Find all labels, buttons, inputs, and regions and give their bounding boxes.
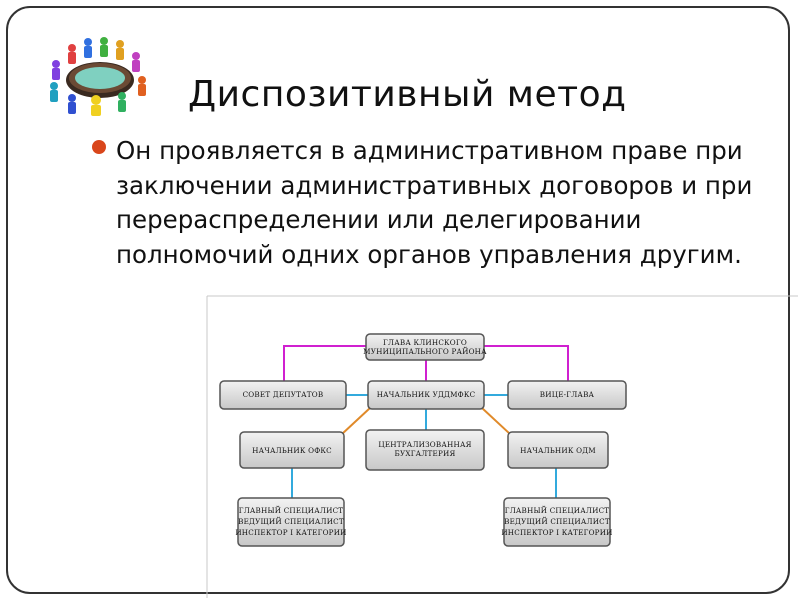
meeting-round-table-icon — [50, 37, 146, 116]
slide-frame — [6, 6, 790, 594]
bullet-icon — [92, 140, 106, 154]
slide-title: Диспозитивный метод — [188, 74, 627, 115]
body-text: Он проявляется в административном праве … — [116, 136, 753, 269]
